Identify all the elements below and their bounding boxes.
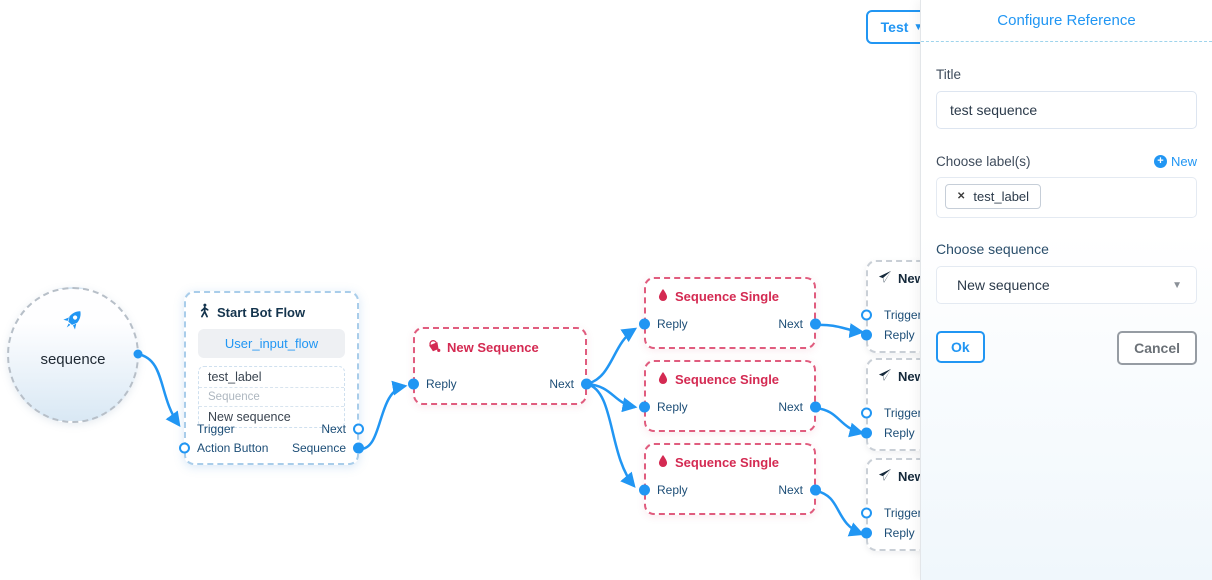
next-port[interactable] — [353, 423, 364, 434]
remove-tag-icon[interactable]: ✕ — [957, 191, 966, 202]
sequence-field-label: Choose sequence — [936, 241, 1049, 257]
trigger-port[interactable] — [861, 407, 872, 419]
sequence-port-label: Sequence — [291, 440, 346, 455]
send-plane-icon — [878, 368, 892, 385]
sequence-single-title: Sequence Single — [675, 455, 780, 470]
trigger-port-label: Trigger — [197, 421, 235, 436]
rocket-icon — [60, 307, 86, 338]
labels-multiselect[interactable]: ✕ test_label — [936, 177, 1197, 218]
message-node-header: New — [868, 262, 1034, 287]
trigger-port[interactable] — [861, 507, 872, 519]
panel-title: Configure Reference — [921, 0, 1212, 42]
bucket-icon — [426, 338, 441, 356]
next-port-label: Next — [321, 421, 346, 436]
start-node-sequence-placeholder: Sequence — [199, 387, 344, 406]
sequence-port[interactable] — [353, 442, 364, 453]
sequence-single-node[interactable]: Sequence Single Reply Next — [639, 443, 821, 515]
sequence-single-node[interactable]: Sequence Single Reply Next — [639, 360, 821, 432]
plus-circle-icon: + — [1153, 155, 1167, 168]
reply-port[interactable] — [861, 329, 872, 341]
reply-port[interactable] — [408, 378, 419, 389]
sequence-single-node[interactable]: Sequence Single Reply Next — [639, 277, 821, 349]
label-tag: ✕ test_label — [945, 184, 1042, 209]
start-node-title: Start Bot Flow — [217, 304, 306, 320]
reply-port-label: Reply — [884, 526, 915, 540]
reply-port[interactable] — [639, 318, 650, 329]
cancel-button[interactable]: Cancel — [1117, 331, 1197, 365]
droplet-icon — [657, 371, 669, 388]
message-node-title: New — [898, 271, 925, 286]
trigger-port-label: Trigger — [884, 506, 922, 520]
labels-field-label: Choose label(s) — [936, 154, 1031, 169]
reply-port[interactable] — [639, 401, 650, 412]
circle-node-label: sequence — [40, 351, 106, 368]
configure-reference-panel: Configure Reference Title Choose label(s… — [920, 0, 1212, 580]
reply-port[interactable] — [861, 427, 872, 439]
message-node-title: New — [898, 369, 925, 384]
trigger-port-label: Trigger — [884, 308, 922, 322]
next-port-label: Next — [778, 399, 803, 414]
next-port-label: Next — [778, 316, 803, 331]
new-sequence-title: New Sequence — [447, 339, 539, 355]
send-plane-icon — [878, 468, 892, 485]
reply-port-label: Reply — [884, 426, 915, 440]
reply-port[interactable] — [639, 484, 650, 495]
walking-person-icon — [198, 303, 211, 321]
start-bot-flow-node[interactable]: Start Bot Flow User_input_flow test_labe… — [179, 291, 364, 465]
droplet-icon — [657, 288, 669, 305]
title-input[interactable] — [936, 91, 1197, 129]
user-input-flow-link[interactable]: User_input_flow — [198, 329, 345, 358]
chevron-down-icon: ▼ — [913, 21, 924, 33]
sequence-select-value: New sequence — [957, 277, 1050, 293]
label-tag-text: test_label — [973, 189, 1030, 204]
sequence-single-header: Sequence Single — [646, 279, 814, 309]
message-node-title: New — [898, 469, 925, 484]
action-button-port-label: Action Button — [197, 440, 269, 455]
message-node-header: New — [868, 360, 1034, 385]
droplet-icon — [657, 454, 669, 471]
start-node-header: Start Bot Flow — [186, 293, 357, 325]
sequence-single-header: Sequence Single — [646, 362, 814, 392]
next-port[interactable] — [810, 318, 821, 329]
sequence-select[interactable]: New sequence ▼ — [936, 266, 1197, 304]
next-port-label: Next — [549, 376, 574, 391]
sequence-single-title: Sequence Single — [675, 289, 780, 304]
new-label-link[interactable]: + New — [1153, 154, 1197, 169]
next-port-label: Next — [778, 482, 803, 497]
sequence-circle-node[interactable]: sequence — [7, 287, 139, 423]
start-node-label-value: test_label — [208, 370, 262, 384]
new-sequence-header: New Sequence — [415, 329, 585, 360]
trigger-port[interactable] — [861, 309, 872, 321]
ok-button[interactable]: Ok — [936, 331, 985, 363]
chevron-down-icon: ▼ — [1172, 279, 1182, 291]
next-port[interactable] — [810, 484, 821, 495]
title-field-label: Title — [936, 67, 962, 82]
reply-port-label: Reply — [426, 376, 457, 391]
new-sequence-node[interactable]: New Sequence Reply Next — [408, 327, 592, 405]
message-node-header: New — [868, 460, 1034, 485]
start-node-fields: test_label Sequence New sequence — [198, 366, 345, 428]
reply-port-label: Reply — [657, 316, 688, 331]
start-node-sequence-value: New sequence — [199, 406, 344, 427]
new-label-link-text: New — [1170, 154, 1197, 169]
trigger-port-label: Trigger — [884, 406, 922, 420]
test-button-label: Test — [880, 19, 909, 35]
reply-port-label: Reply — [884, 328, 915, 342]
next-port[interactable] — [810, 401, 821, 412]
reply-port[interactable] — [861, 527, 872, 539]
action-button-port[interactable] — [179, 442, 190, 453]
reply-port-label: Reply — [657, 482, 688, 497]
sequence-single-title: Sequence Single — [675, 372, 780, 387]
next-port[interactable] — [581, 378, 592, 389]
reply-port-label: Reply — [657, 399, 688, 414]
send-plane-icon — [878, 270, 892, 287]
sequence-single-header: Sequence Single — [646, 445, 814, 475]
